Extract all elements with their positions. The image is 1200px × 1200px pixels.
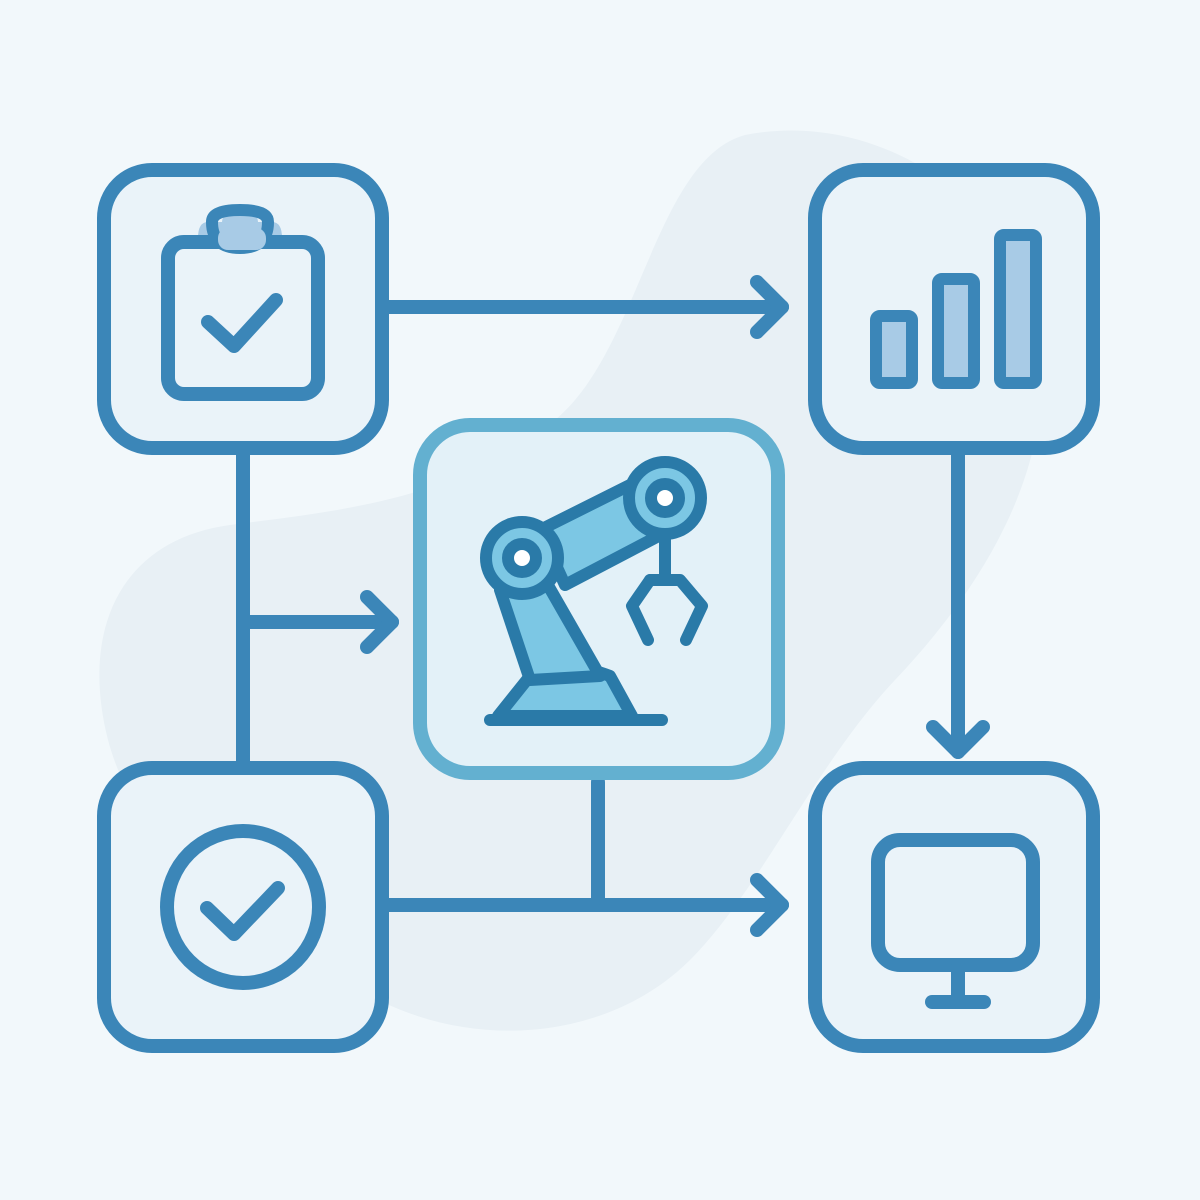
chart-icon-bar <box>994 229 1042 389</box>
node-approval[interactable] <box>97 761 389 1053</box>
edge-checklist-to-analytics <box>375 275 789 339</box>
edge-approval-to-display <box>375 873 789 937</box>
robot-arm-icon <box>480 456 708 726</box>
chart-icon-bar <box>870 310 918 389</box>
node-analytics[interactable] <box>808 163 1100 455</box>
node-display[interactable] <box>808 761 1100 1053</box>
node-checklist[interactable] <box>97 163 389 455</box>
bar-chart-icon <box>870 229 1042 389</box>
monitor-icon <box>871 833 1040 1009</box>
arrowhead-down-icon <box>926 720 990 759</box>
arrowhead-right-icon <box>750 275 789 339</box>
chart-icon-bar <box>932 273 980 389</box>
check-circle-icon <box>160 824 326 990</box>
clipboard-check-icon <box>161 203 325 401</box>
connectors <box>236 275 990 937</box>
arrowhead-right-icon <box>750 873 789 937</box>
arrowhead-right-icon <box>360 590 399 654</box>
edge-checklist-to-automation <box>236 590 399 654</box>
edge-analytics-to-display <box>926 441 990 759</box>
node-automation-hub[interactable] <box>413 418 785 780</box>
